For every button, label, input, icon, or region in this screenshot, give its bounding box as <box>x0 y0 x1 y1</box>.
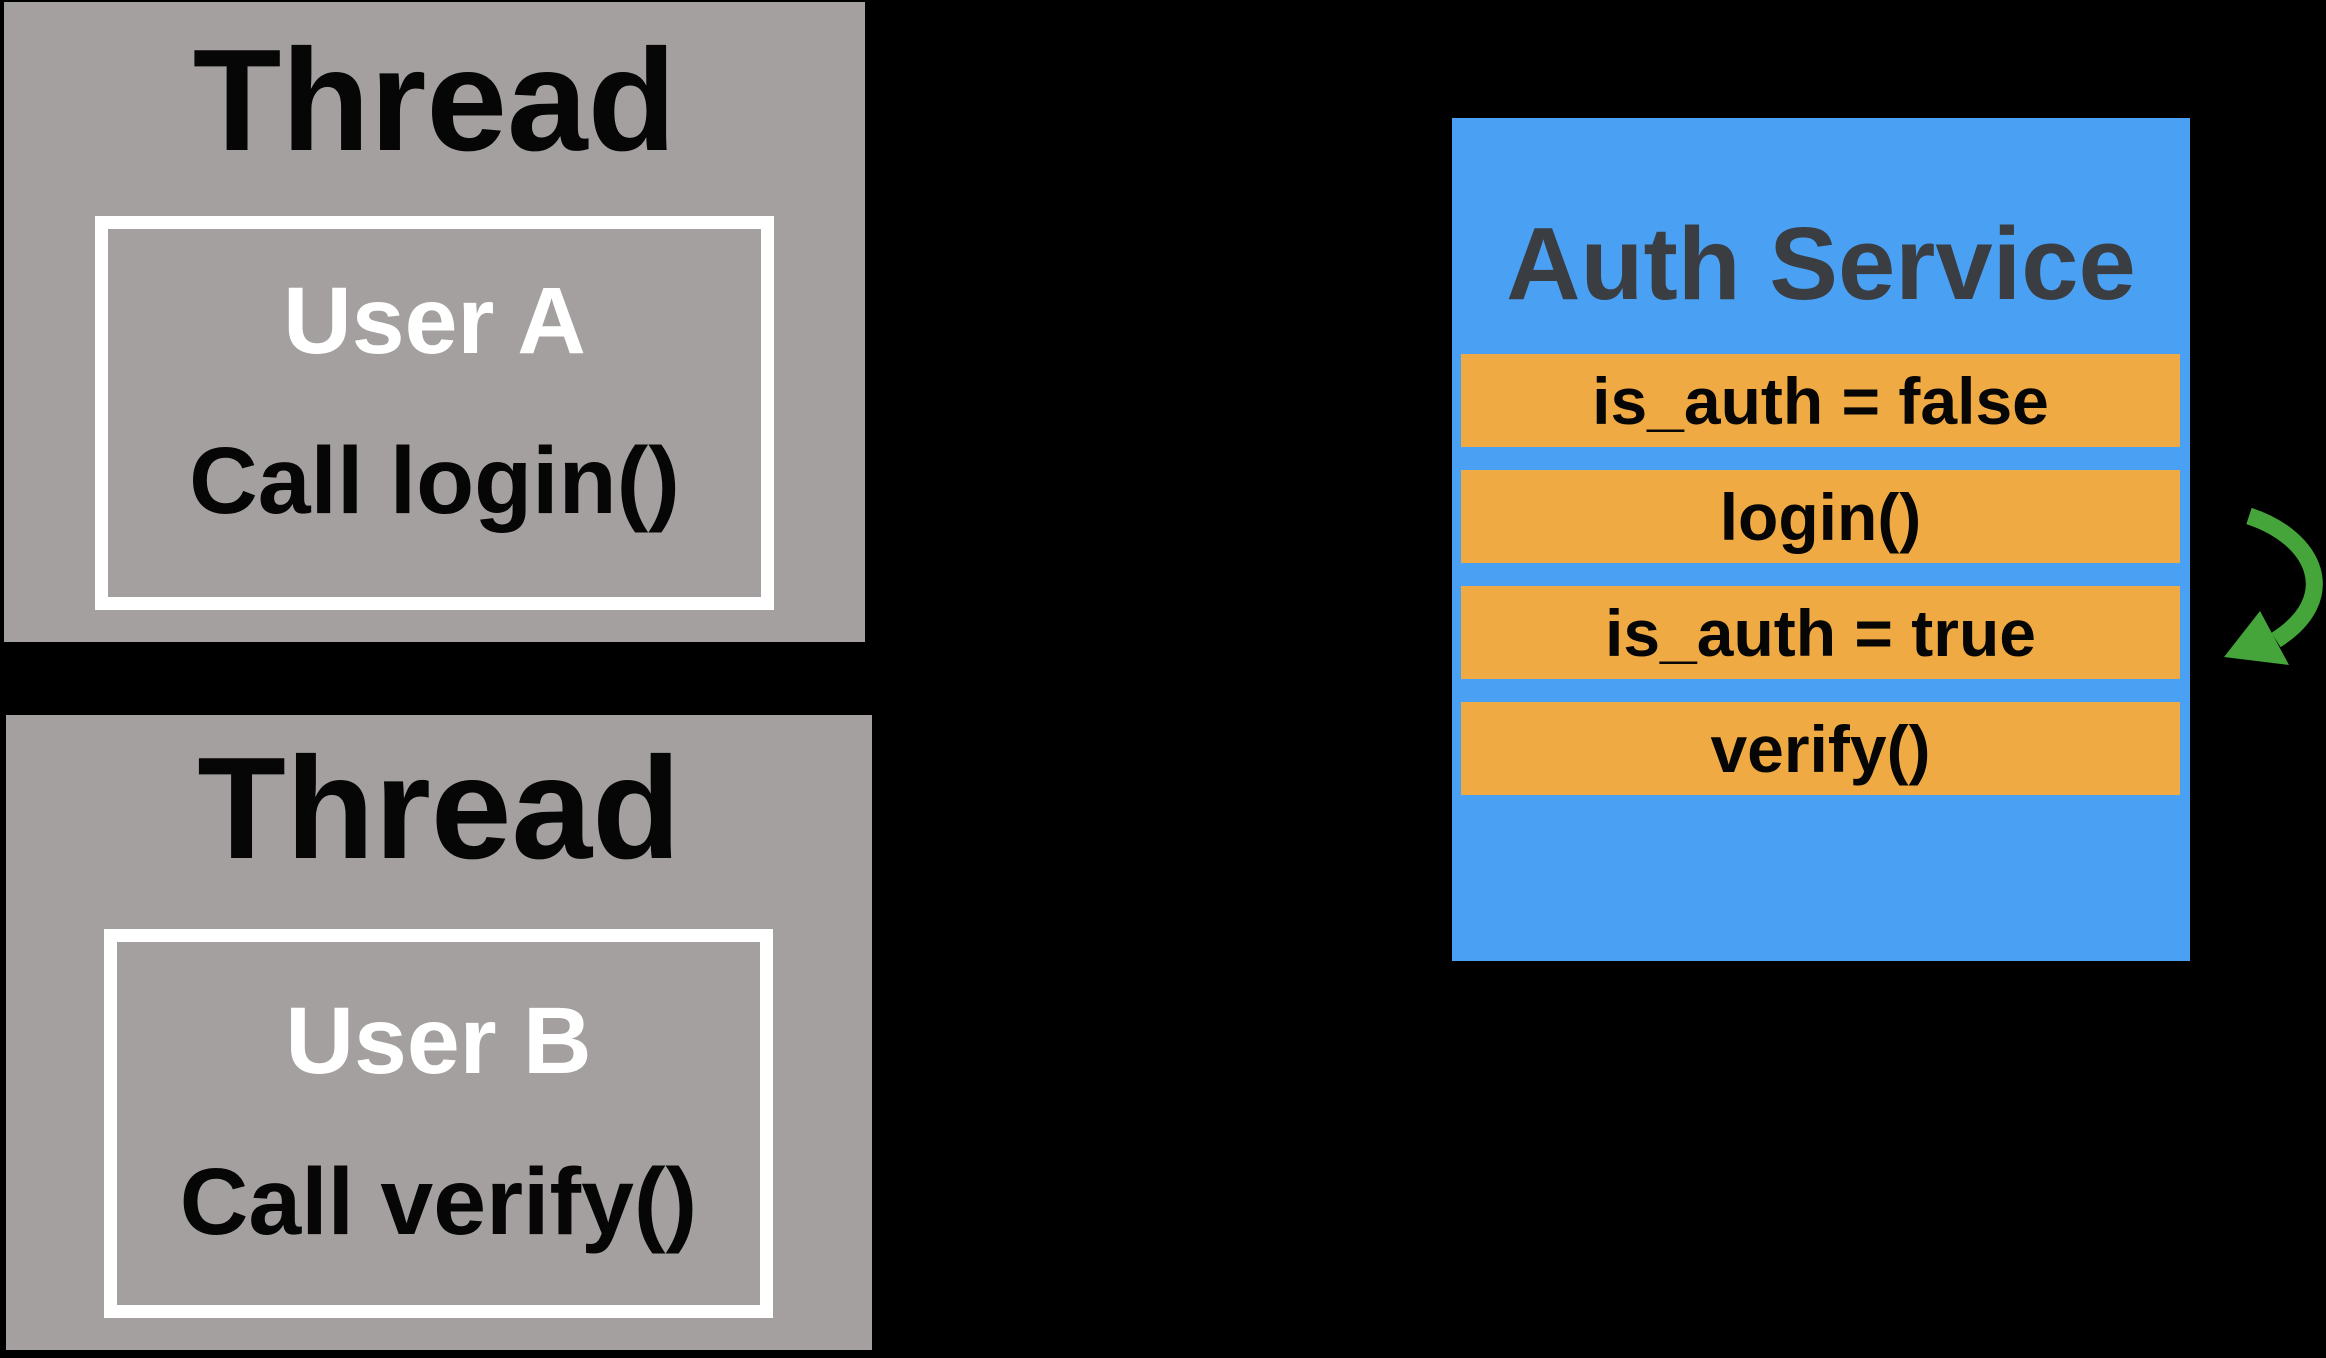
auth-row-is-auth-true: is_auth = true <box>1461 586 2180 679</box>
thread-box-user-a: Thread User A Call login() <box>4 2 865 642</box>
auth-row-is-auth-false: is_auth = false <box>1461 354 2180 447</box>
user-b-label: User B <box>285 988 592 1094</box>
auth-row-login: login() <box>1461 470 2180 563</box>
user-b-action-label: Call verify() <box>179 1149 698 1255</box>
user-a-label: User A <box>283 268 586 374</box>
thread-title: Thread <box>197 727 681 889</box>
auth-service-box: Auth Service is_auth = false login() is_… <box>1452 118 2190 961</box>
user-a-action-label: Call login() <box>189 428 680 534</box>
auth-row-verify: verify() <box>1461 702 2180 795</box>
thread-title: Thread <box>192 19 677 181</box>
auth-service-title: Auth Service <box>1506 206 2136 321</box>
user-b-inner-box: User B Call verify() <box>104 929 773 1318</box>
thread-box-user-b: Thread User B Call verify() <box>6 715 872 1350</box>
user-a-inner-box: User A Call login() <box>95 216 774 610</box>
